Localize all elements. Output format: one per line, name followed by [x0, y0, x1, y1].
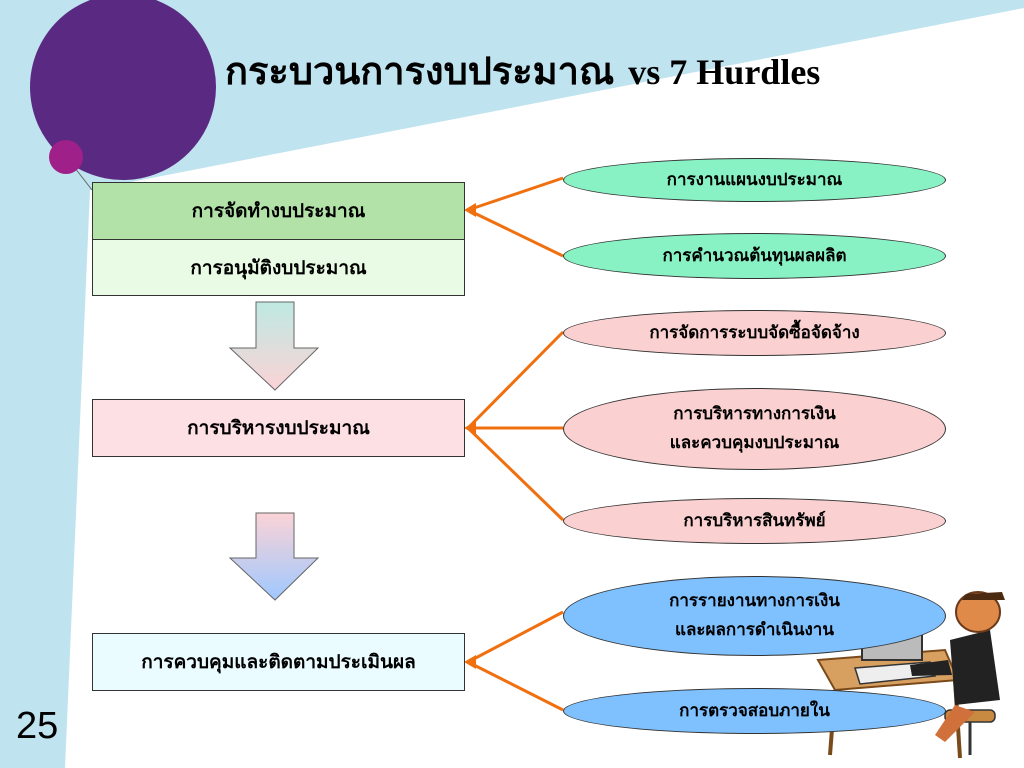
title-english: vs 7 Hurdles — [628, 52, 821, 92]
hurdle-financial-management: การบริหารทางการเงิน และควบคุมงบประมาณ — [563, 388, 946, 470]
process-box-budget-administration: การบริหารงบประมาณ — [92, 399, 465, 457]
hurdle-line: และผลการดำเนินงาน — [675, 620, 834, 640]
hurdle-line: การตรวจสอบภายใน — [679, 700, 830, 721]
hurdle-procurement: การจัดการระบบจัดซื้อจัดจ้าง — [563, 310, 946, 356]
hurdle-line: และควบคุมงบประมาณ — [669, 433, 840, 453]
down-arrow-1 — [228, 301, 320, 391]
title-thai: กระบวนการงบประมาณ — [225, 48, 615, 93]
hurdle-line: การจัดการระบบจัดซื้อจัดจ้าง — [649, 322, 860, 343]
process-box-monitoring-evaluation: การควบคุมและติดตามประเมินผล — [92, 633, 465, 691]
hurdle-line: การงานแผนงบประมาณ — [666, 169, 843, 190]
decor-line — [74, 167, 93, 191]
hurdle-line: การบริหารสินทรัพย์ — [683, 510, 826, 531]
hurdle-financial-reporting: การรายงานทางการเงิน และผลการดำเนินงาน — [563, 576, 946, 656]
hurdle-budget-planning: การงานแผนงบประมาณ — [563, 158, 946, 202]
process-box-budget-preparation: การจัดทำงบประมาณ — [92, 182, 465, 240]
hurdle-cost-calculation: การคำนวณต้นทุนผลผลิต — [563, 233, 946, 279]
slide-title: กระบวนการงบประมาณ vs 7 Hurdles — [225, 40, 925, 101]
page-number: 25 — [16, 705, 59, 747]
hurdle-asset-management: การบริหารสินทรัพย์ — [563, 498, 946, 544]
hurdle-line: การคำนวณต้นทุนผลผลิต — [662, 245, 847, 266]
down-arrow-2 — [228, 512, 320, 601]
purple-circle — [30, 0, 216, 180]
hurdle-line: การบริหารทางการเงิน — [673, 404, 836, 425]
hurdle-line: การรายงานทางการเงิน — [669, 591, 840, 612]
hurdle-internal-audit: การตรวจสอบภายใน — [563, 688, 946, 734]
process-box-budget-approval: การอนุมัติงบประมาณ — [92, 239, 465, 296]
magenta-dot — [49, 140, 83, 174]
